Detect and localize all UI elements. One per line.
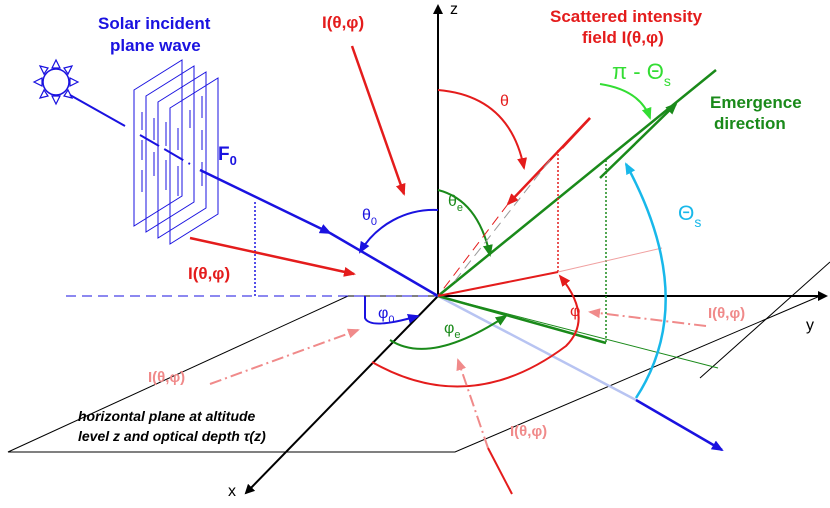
phi0-label: φ0: [378, 305, 395, 326]
intensity-arrow-top: [350, 45, 406, 196]
thetas-label: Θs: [678, 202, 701, 230]
plane-label-1: horizontal plane at altitude: [78, 408, 256, 424]
emergence-label-1: Emergence: [710, 93, 802, 112]
incident-continuation: [437, 294, 637, 402]
incident-ray-c: [199, 168, 332, 235]
theta0-arc: [358, 208, 439, 254]
solar-wave-label-2: plane wave: [110, 36, 201, 55]
scattered-projection-faint: [557, 247, 663, 273]
forward-direction: [635, 398, 724, 452]
f0-label: F0: [218, 144, 237, 168]
phi-arc: [371, 274, 580, 388]
emergence-projection-bold: [437, 294, 607, 345]
axis-x-label: x: [228, 483, 236, 500]
intensity-arrow-pink-left: [209, 328, 360, 385]
phi-label: φ: [570, 303, 580, 320]
thetas-arc: [624, 162, 667, 399]
intensity-label-right: I(θ,φ): [708, 305, 745, 322]
theta0-label: θ0: [362, 207, 377, 228]
axis-y-label: y: [806, 317, 814, 334]
incident-ray-d: [329, 231, 439, 298]
emergence-arrow: [599, 102, 678, 179]
intensity-arrow-pink-bottom: [456, 358, 489, 449]
intensity-arrow-red-bottom: [487, 447, 513, 495]
axis-z-label: z: [450, 1, 458, 18]
pi-minus-thetas-label: π - Θs: [612, 59, 671, 89]
theta-arc: [437, 89, 527, 170]
emergence-line: [437, 69, 717, 297]
intensity-label-top: I(θ,φ): [322, 13, 364, 32]
scattered-label-1: Scattered intensity: [550, 7, 703, 26]
scattered-label-2: field I(θ,φ): [582, 28, 664, 47]
theta-label: θ: [500, 93, 509, 110]
intensity-label-lower-left: I(θ,φ): [148, 369, 185, 386]
emergence-label-2: direction: [714, 114, 786, 133]
x-axis: [244, 295, 439, 495]
scattered-ray-dashed: [437, 203, 509, 297]
solar-wave-label-1: Solar incident: [98, 14, 211, 33]
thetae-label: θe: [448, 193, 463, 214]
plane-wave-sheets: [133, 59, 219, 245]
phie-arc: [389, 314, 508, 350]
incident-ray-a: [69, 94, 126, 127]
intensity-arrow-pink-right: [588, 308, 707, 327]
incident-ray-b: [139, 134, 191, 165]
scattered-projection: [437, 271, 559, 297]
sun-icon: [32, 58, 80, 106]
intensity-label-bottom: I(θ,φ): [510, 423, 547, 440]
pi-minus-thetas-arc: [599, 83, 652, 120]
intensity-label-left: I(θ,φ): [188, 264, 230, 283]
phie-label: φe: [444, 320, 461, 341]
intensity-arrow-left: [189, 236, 356, 277]
thetae-arc: [437, 189, 493, 257]
scatter-dashed-grey: [453, 159, 551, 283]
plane-right-edge: [699, 261, 830, 379]
phi0-arc: [364, 296, 420, 325]
plane-label-2: level z and optical depth τ(z): [78, 428, 266, 444]
